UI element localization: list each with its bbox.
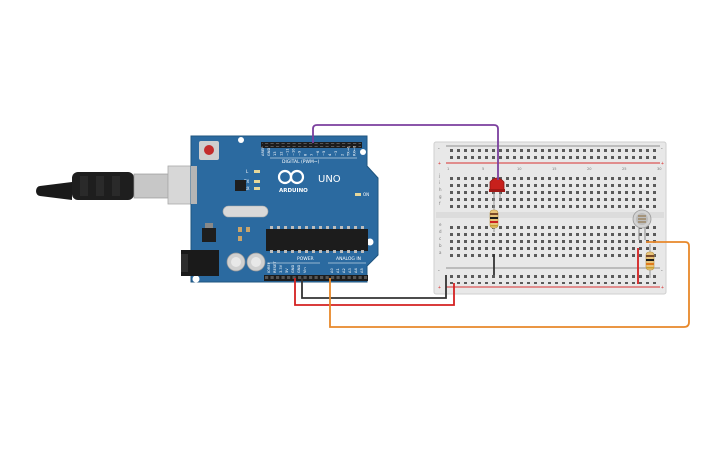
digital-pin-label: 2 bbox=[340, 154, 344, 156]
wire-orange-a0[interactable] bbox=[329, 241, 690, 328]
rail-plus-label: + bbox=[661, 161, 664, 167]
column-number: 5 bbox=[482, 167, 484, 171]
power-pin-label: RESET bbox=[273, 261, 277, 273]
power-pin-label: IOREF bbox=[267, 262, 271, 273]
digital-pin-label: RX←0 bbox=[353, 145, 357, 156]
rail-minus-label: - bbox=[438, 146, 440, 152]
digital-pin-label: ~11 bbox=[285, 148, 289, 156]
digital-pin-label: ~10 bbox=[292, 148, 296, 156]
mount-hole bbox=[192, 275, 200, 283]
board-model: UNO bbox=[318, 174, 341, 185]
logo-text: ARDUINO bbox=[279, 188, 308, 194]
analog-pin-label: A4 bbox=[354, 268, 358, 273]
power-pin-label: 5V bbox=[285, 268, 289, 273]
row-letter: f bbox=[439, 201, 441, 206]
digital-pin-label: GND bbox=[267, 148, 271, 156]
mount-hole bbox=[360, 149, 366, 155]
power-header-label: POWER bbox=[297, 256, 314, 262]
column-number: 30 bbox=[657, 167, 662, 171]
led-label-on: ON bbox=[363, 192, 369, 197]
row-letter: i bbox=[439, 180, 440, 185]
analog-pin-label: A2 bbox=[342, 268, 346, 273]
led-label-l: L bbox=[246, 169, 249, 174]
rail-plus-label: + bbox=[661, 285, 664, 291]
digital-pin-label: 4 bbox=[328, 153, 332, 156]
digital-pin-label: 7 bbox=[310, 154, 314, 156]
digital-pin-label: 8 bbox=[304, 153, 308, 156]
wire-black-gnd[interactable] bbox=[301, 275, 447, 299]
led-label-rx: RX bbox=[244, 186, 250, 191]
terminal-strip-lower[interactable] bbox=[446, 222, 660, 258]
row-letter: e bbox=[439, 222, 442, 227]
rail-plus-label: + bbox=[438, 285, 441, 291]
digital-pin-label: ~5 bbox=[322, 151, 326, 156]
row-letter: j bbox=[438, 173, 440, 178]
row-letter: d bbox=[439, 229, 442, 234]
center-groove bbox=[436, 212, 664, 218]
resistor-pulldown[interactable] bbox=[645, 244, 655, 278]
reset-button-cap[interactable] bbox=[204, 145, 214, 155]
mount-hole bbox=[238, 137, 244, 143]
mount-hole bbox=[366, 238, 374, 246]
arduino-logo: ARDUINO UNO bbox=[277, 169, 341, 194]
digital-pin-label: AREF bbox=[261, 147, 265, 156]
column-number: 1 bbox=[447, 167, 449, 171]
column-number: 25 bbox=[622, 167, 627, 171]
voltage-regulator bbox=[202, 228, 216, 242]
atmega-chip bbox=[266, 226, 368, 253]
row-letter: h bbox=[439, 187, 442, 192]
analog-pin-label: A0 bbox=[330, 268, 334, 273]
crystal bbox=[222, 205, 269, 218]
digital-pin-label: ~9 bbox=[298, 150, 302, 156]
wire-red-5v[interactable] bbox=[294, 278, 455, 306]
digital-header-label: DIGITAL (PWM~) bbox=[282, 159, 320, 165]
power-pin-label: 3.3V bbox=[279, 264, 283, 273]
column-number: 20 bbox=[587, 167, 592, 171]
row-letter: c bbox=[439, 236, 441, 241]
power-pin-label: GND bbox=[291, 265, 295, 273]
analog-header-label: ANALOG IN bbox=[336, 256, 361, 262]
digital-pin-label: 13 bbox=[273, 151, 277, 156]
row-letter: g bbox=[439, 194, 442, 199]
analog-pin-label: A1 bbox=[336, 268, 340, 273]
analog-pin-label: A3 bbox=[348, 268, 352, 273]
bottom-power-rail[interactable] bbox=[446, 272, 660, 284]
top-power-rail[interactable] bbox=[446, 149, 660, 161]
power-pin-label: Vin bbox=[303, 267, 307, 273]
power-pin-label: GND bbox=[297, 265, 301, 273]
photoresistor[interactable] bbox=[632, 209, 652, 240]
status-leds: L TX RX ON bbox=[243, 169, 369, 197]
wire-purple-digital[interactable] bbox=[312, 124, 499, 180]
column-number: 10 bbox=[517, 167, 522, 171]
usb-cable[interactable] bbox=[36, 165, 207, 205]
resistor-led[interactable] bbox=[489, 200, 499, 232]
row-letter: b bbox=[439, 243, 442, 248]
led-label-tx: TX bbox=[243, 179, 249, 184]
digital-pin-label: ~3 bbox=[334, 151, 338, 156]
rail-plus-label: + bbox=[438, 161, 441, 167]
digital-pin-label: TX→1 bbox=[346, 146, 350, 157]
usb-chip bbox=[235, 180, 246, 191]
digital-pin-label: ~6 bbox=[316, 150, 320, 156]
terminal-strip-upper[interactable] bbox=[446, 173, 660, 209]
rail-minus-label: - bbox=[661, 146, 663, 152]
analog-pin-label: A5 bbox=[360, 268, 364, 273]
digital-pin-label: 12 bbox=[279, 151, 283, 156]
rail-minus-label: - bbox=[661, 268, 663, 274]
row-letter: a bbox=[439, 250, 442, 255]
column-number: 15 bbox=[552, 167, 557, 171]
rail-minus-label: - bbox=[438, 268, 440, 274]
